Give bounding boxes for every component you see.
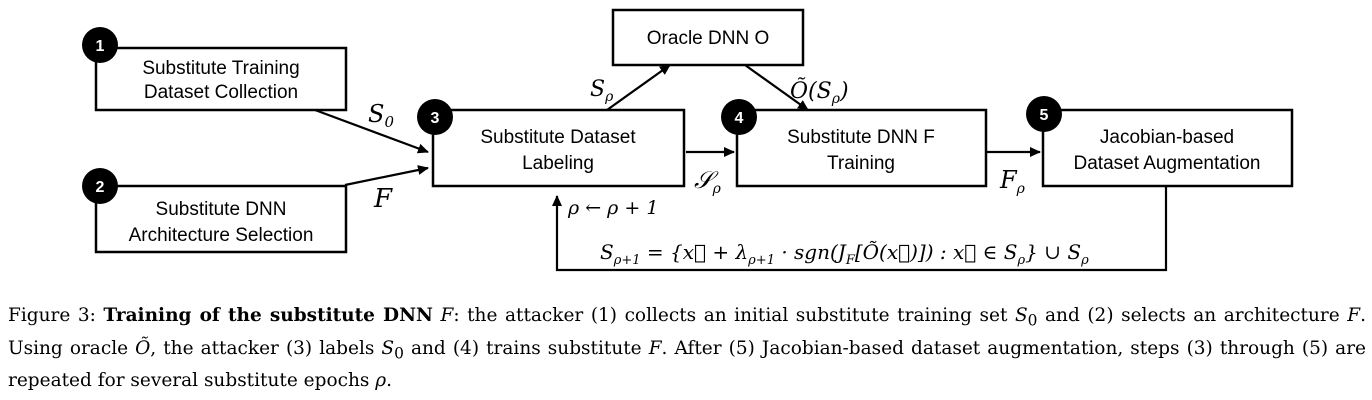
node-5-line1: Jacobian-based (1100, 127, 1234, 148)
label-f-rho: Fρ (999, 166, 1026, 197)
badge-3-label: 3 (431, 110, 440, 127)
label-s0: S0 (368, 100, 394, 131)
badge-1-label: 1 (96, 38, 105, 55)
caption-f1: F (1347, 305, 1361, 326)
node-4-line2: Training (827, 153, 895, 174)
oracle-label: Oracle DNN O (647, 28, 769, 49)
caption-part2: and (2) selects an architecture (1037, 305, 1348, 326)
edge-oracle-to-4 (744, 64, 809, 111)
node-2-line2: Architecture Selection (129, 225, 314, 246)
node-substitute-dnn-architecture-selection (94, 184, 348, 254)
badge-2-label: 2 (96, 179, 105, 196)
caption-s0b-sub: 0 (394, 344, 404, 363)
badge-2 (82, 168, 118, 204)
badge-5 (1026, 96, 1062, 132)
edge-5-loop-to-3 (552, 186, 1168, 272)
caption-rho: ρ (375, 370, 387, 392)
badge-5-label: 5 (1040, 107, 1049, 124)
node-substitute-dnn-training (735, 108, 988, 188)
node-substitute-dataset-labeling (431, 108, 686, 188)
caption-part5: and (4) trains substitute (403, 337, 649, 359)
label-f: F (373, 184, 393, 214)
caption-part3: . Using oracle (8, 305, 1366, 359)
node-4-line1: Substitute DNN F (787, 127, 935, 148)
caption-s0: S (1014, 305, 1028, 326)
label-oracle-output: Õ(Sρ) (790, 76, 849, 107)
caption-o: Õ (135, 337, 151, 359)
caption-part1: : the attacker (1) collects an initial s… (453, 305, 1015, 326)
node-jacobian-dataset-augmentation (1041, 108, 1294, 188)
label-script-s-rho: 𝒮ρ (694, 166, 722, 197)
node-2-line1: Substitute DNN (156, 199, 287, 220)
figure-caption: Figure 3: Training of the substitute DNN… (8, 302, 1366, 394)
node-oracle-dnn (611, 8, 805, 67)
caption-lead: Figure 3: (8, 305, 104, 326)
node-3-line2: Labeling (522, 153, 594, 174)
badge-4-label: 4 (735, 110, 744, 127)
caption-f2: F (648, 337, 662, 359)
node-1-line2: Dataset Collection (144, 82, 298, 103)
caption-s0-sub: 0 (1027, 311, 1038, 330)
badge-3 (417, 99, 453, 135)
label-rho-update: ρ ← ρ + 1 (567, 197, 658, 219)
training-diagram: Substitute Training Dataset Collection S… (82, 8, 1294, 272)
caption-title: Training of the substitute DNN (103, 305, 433, 326)
node-5-line2: Dataset Augmentation (1074, 153, 1261, 174)
edge-1-to-3 (314, 108, 429, 154)
edge-3-to-oracle (606, 64, 671, 111)
caption-part4: , the attacker (3) labels (150, 337, 382, 359)
node-substitute-training-dataset-collection (94, 46, 348, 112)
edge-2-to-3 (344, 165, 429, 187)
badge-1 (82, 27, 118, 63)
augmentation-formula: Sρ+1 = {x⃗ + λρ+1 · sgn(JF[Õ(x⃗)]) : x⃗ … (600, 240, 1089, 268)
caption-s0b: S (381, 337, 395, 359)
node-1-line1: Substitute Training (142, 58, 299, 79)
label-s-rho: Sρ (590, 77, 614, 105)
caption-title-var: F (440, 305, 454, 326)
caption-part6: . After (5) Jacobian-based dataset augme… (8, 337, 1366, 392)
caption-part7: . (386, 370, 393, 392)
badge-4 (721, 99, 757, 135)
node-3-line1: Substitute Dataset (480, 127, 636, 148)
